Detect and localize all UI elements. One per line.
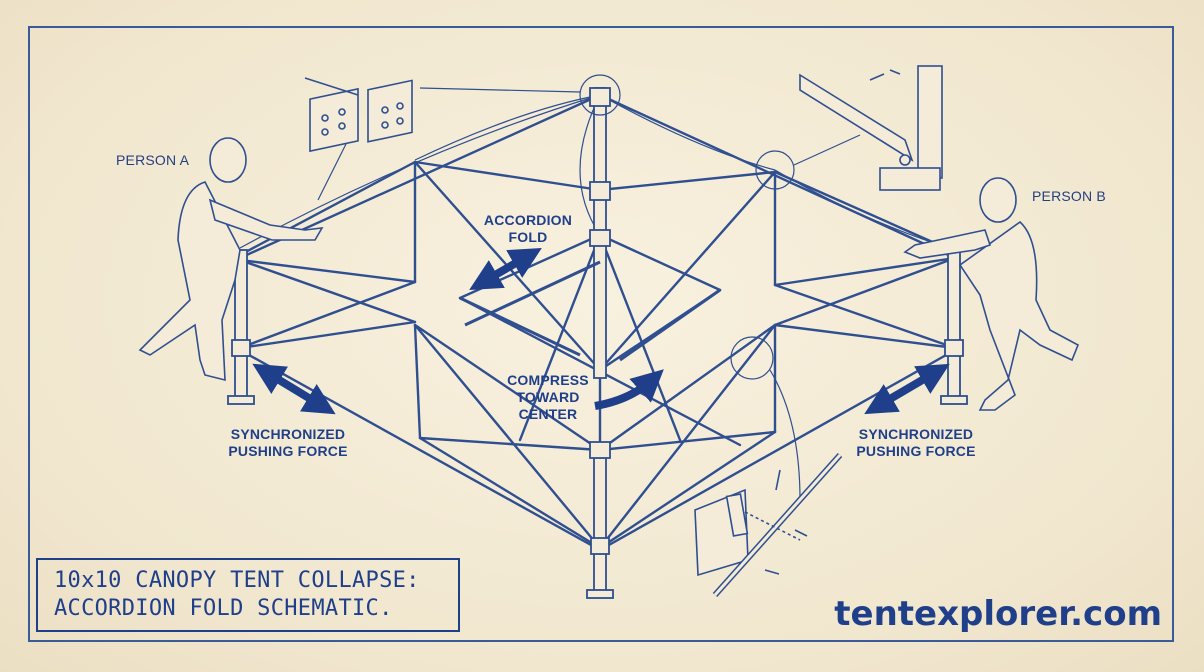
push-arrow-left-icon	[252, 363, 336, 415]
callout-circles	[317, 74, 861, 501]
hinge-pin-detail-icon	[694, 453, 843, 597]
brand-url: tentexplorer.com	[834, 594, 1162, 634]
sync-right-label: SYNCHRONIZED PUSHING FORCE	[856, 426, 976, 459]
title-line-2: ACCORDION FOLD SCHEMATIC.	[54, 596, 393, 621]
accordion-fold-label: ACCORDION FOLD	[483, 212, 573, 245]
person-a-figure	[138, 137, 324, 382]
title-line-1: 10x10 CANOPY TENT COLLAPSE:	[54, 568, 420, 593]
loose-struts	[459, 260, 721, 362]
sync-left-label: SYNCHRONIZED PUSHING FORCE	[228, 426, 348, 459]
person-a-label: PERSON A	[116, 152, 190, 168]
accordion-arrow-icon	[469, 247, 542, 291]
motion-arrows	[252, 247, 950, 415]
title-box: 10x10 CANOPY TENT COLLAPSE: ACCORDION FO…	[36, 558, 460, 632]
person-b-figure	[903, 177, 1080, 411]
leg-bracket-icon	[799, 65, 943, 191]
hinge-bracket-icon	[304, 77, 413, 153]
compress-arrow-icon	[594, 369, 664, 410]
push-arrow-right-icon	[864, 363, 950, 415]
tent-legs	[227, 87, 968, 599]
blueprint-frame	[28, 26, 1174, 642]
person-b-label: PERSON B	[1032, 188, 1106, 204]
compress-label: COMPRESS TOWARD CENTER	[507, 372, 589, 422]
